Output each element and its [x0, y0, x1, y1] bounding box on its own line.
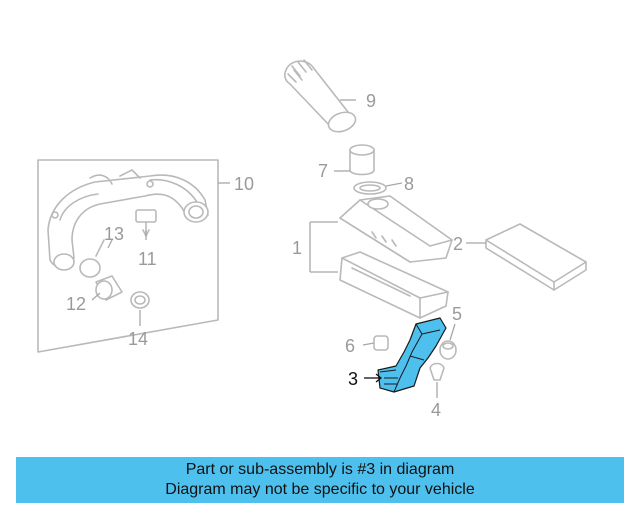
- info-banner: Part or sub-assembly is #3 in diagram Di…: [16, 457, 624, 503]
- callout-10: 10: [234, 174, 254, 194]
- callout-12: 12: [66, 294, 86, 314]
- air-cleaner-lower-housing: [339, 251, 449, 319]
- callout-13: 13: [104, 224, 124, 244]
- part-5-grommet: [439, 340, 457, 360]
- callout-6: 6: [345, 336, 355, 356]
- part-13-clamp: [79, 239, 105, 278]
- part-3-intake-duct-highlighted[interactable]: [377, 317, 447, 393]
- callout-7: 7: [318, 161, 328, 181]
- callout-3[interactable]: 3: [348, 369, 358, 389]
- callout-labels: 9 10 7 8 1 2 13 11 12 14 5 6 3 4: [66, 91, 463, 420]
- part-6-grommet: [373, 335, 389, 351]
- part-12-connector: [95, 275, 123, 301]
- callout-11: 11: [138, 249, 157, 269]
- callout-2: 2: [453, 234, 463, 254]
- banner-line-2: Diagram may not be specific to your vehi…: [165, 481, 475, 498]
- part-7-sleeve: [349, 144, 375, 176]
- callout-1: 1: [292, 238, 302, 258]
- callout-8: 8: [404, 174, 414, 194]
- part-4-clip: [429, 362, 445, 381]
- callout-4: 4: [431, 400, 441, 420]
- part-8-ring: [353, 181, 387, 195]
- part-2-filter: [485, 223, 587, 291]
- intake-duct-assembly-box: [37, 159, 219, 353]
- leader-lines: [91, 99, 486, 398]
- part-9-hose: [284, 59, 357, 133]
- callout-5: 5: [452, 304, 462, 324]
- part-14-clamp: [130, 291, 150, 309]
- callout-9: 9: [366, 91, 376, 111]
- banner-line-1: Part or sub-assembly is #3 in diagram: [185, 461, 455, 478]
- callout-14: 14: [128, 329, 148, 349]
- air-cleaner-upper-housing: [339, 195, 453, 263]
